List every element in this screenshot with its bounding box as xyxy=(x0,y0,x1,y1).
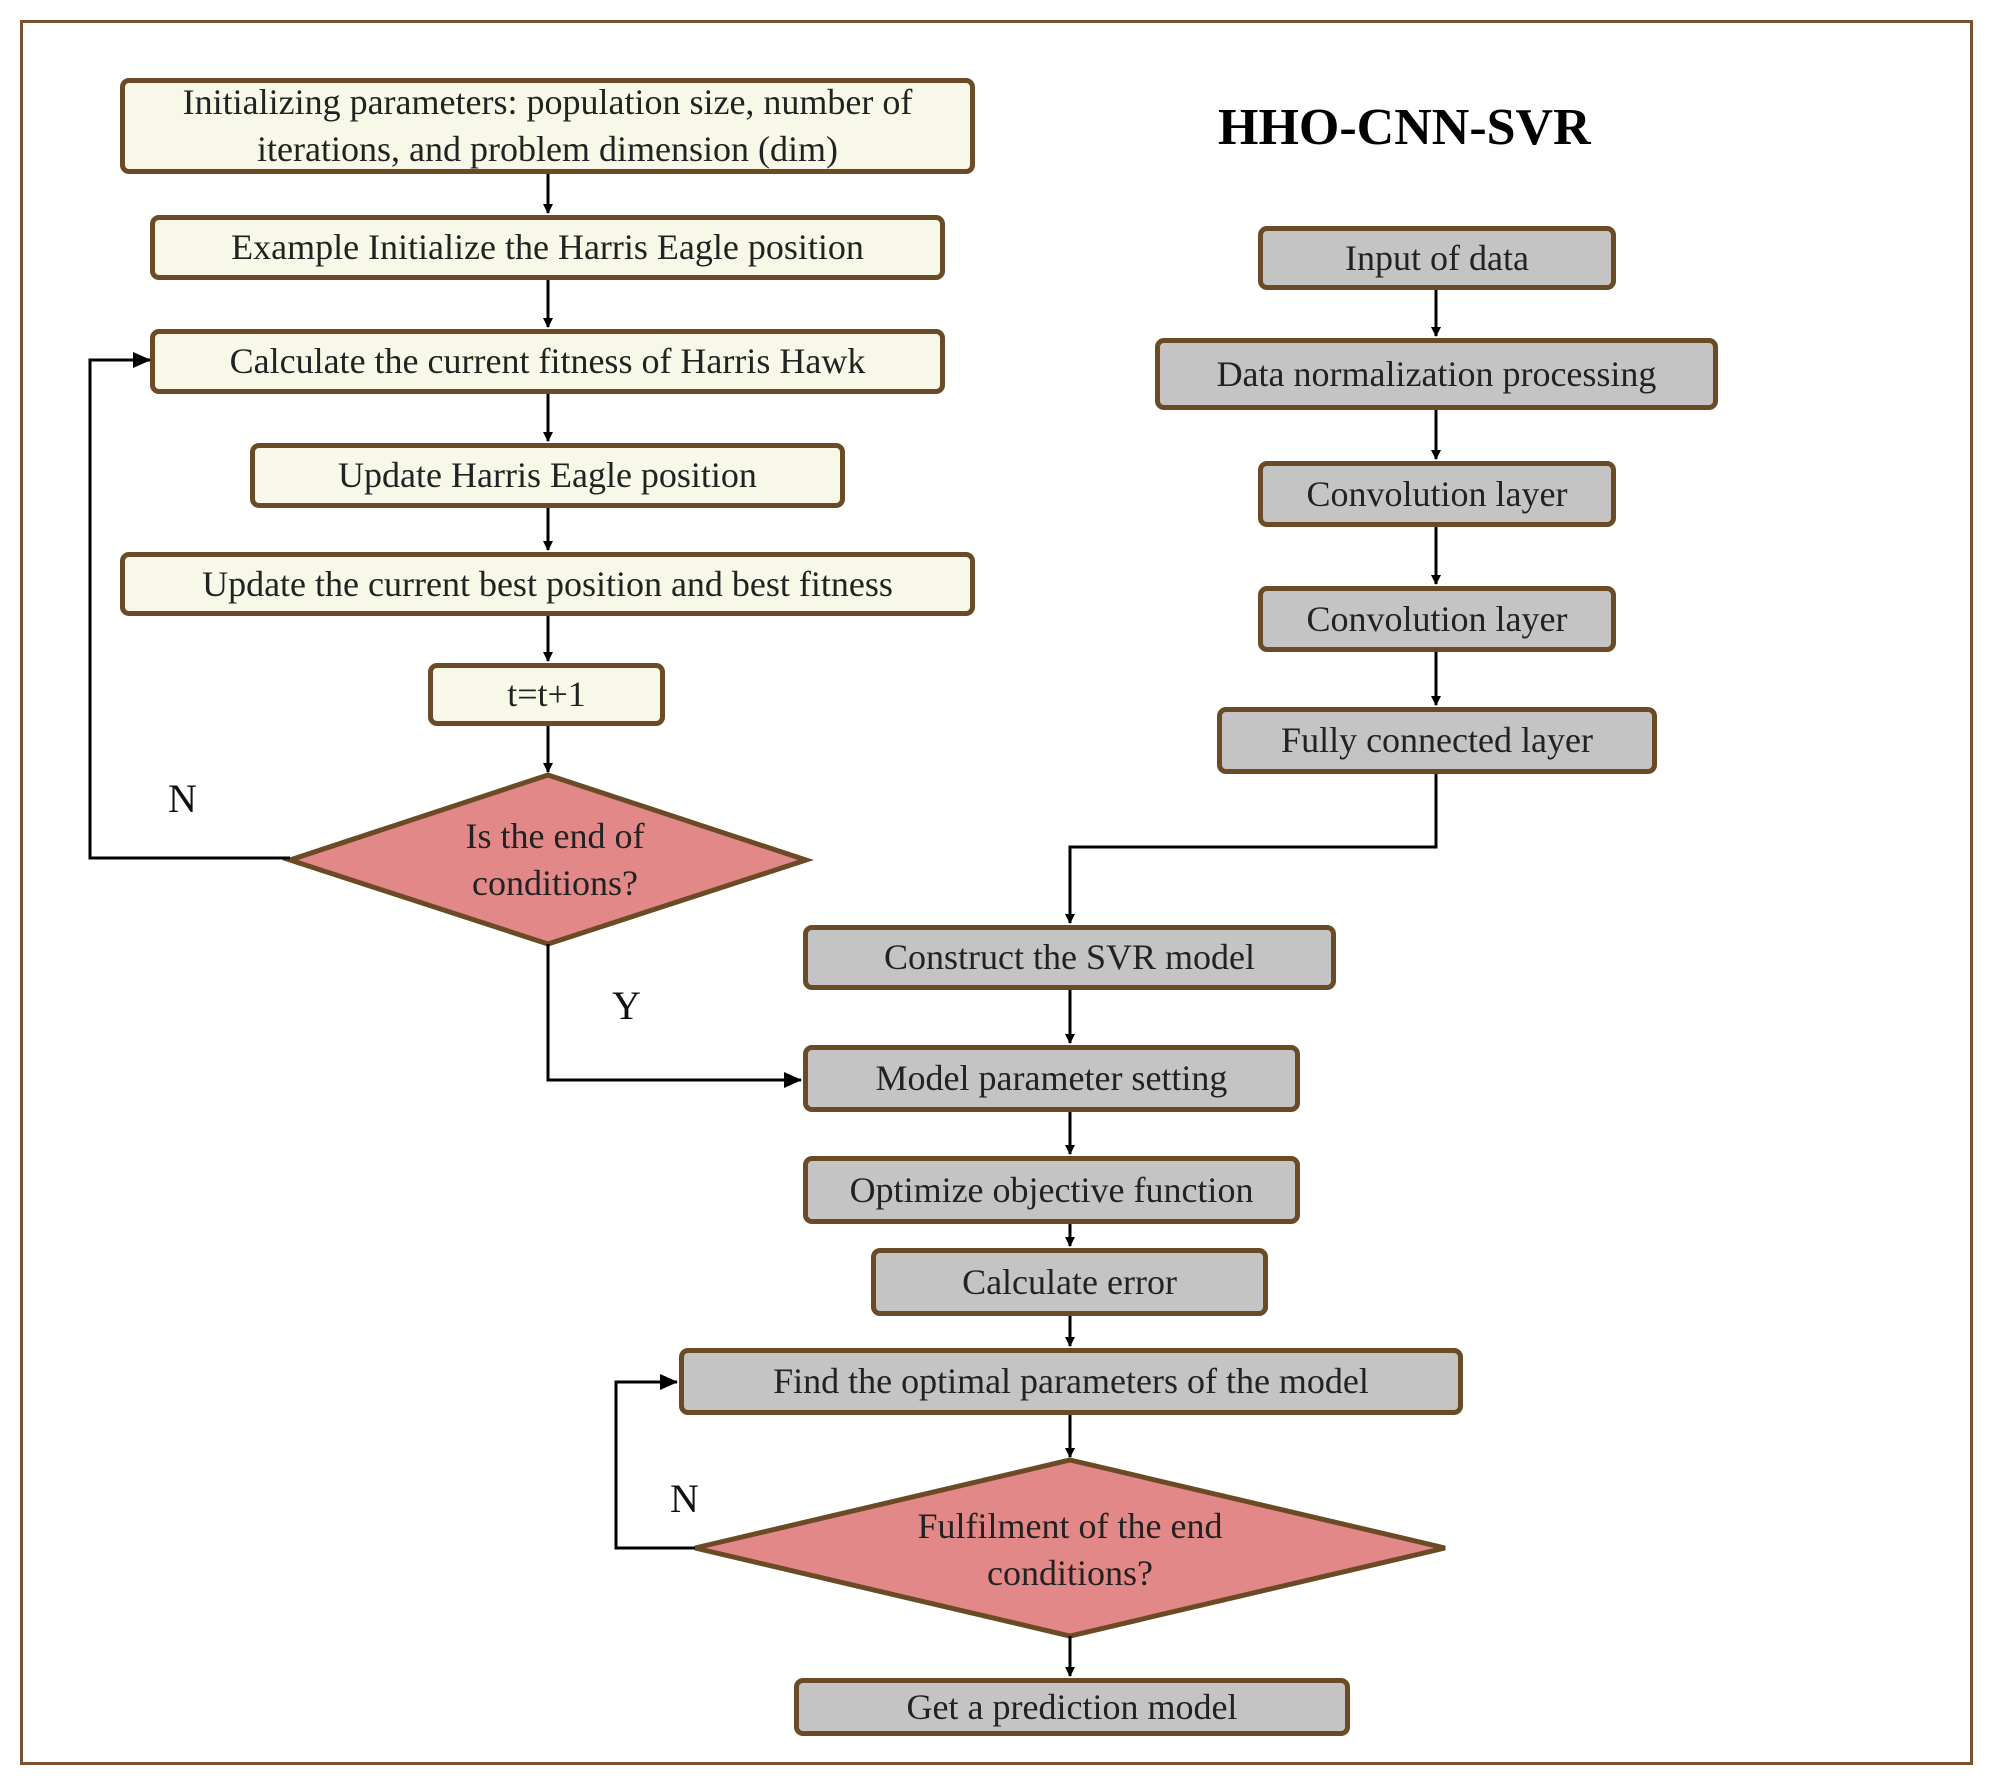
step-increment-t: t=t+1 xyxy=(428,663,665,726)
step-data-normalization: Data normalization processing xyxy=(1155,338,1718,410)
step-convolution-layer-2: Convolution layer xyxy=(1258,586,1616,652)
step-calculate-fitness: Calculate the current fitness of Harris … xyxy=(150,329,945,394)
step-initialize-position: Example Initialize the Harris Eagle posi… xyxy=(150,215,945,280)
arrow-fc-to-svr xyxy=(1065,774,1438,924)
step-get-prediction-model: Get a prediction model xyxy=(794,1678,1350,1736)
step-fully-connected-layer: Fully connected layer xyxy=(1217,707,1657,774)
arrow-hho-yes xyxy=(546,944,802,1088)
diagram-title: HHO-CNN-SVR xyxy=(1218,99,1591,156)
step-convolution-layer-1: Convolution layer xyxy=(1258,461,1616,527)
arrow-svr-no-loop xyxy=(614,1374,695,1550)
hho-no-label: N xyxy=(168,776,197,821)
step-calculate-error: Calculate error xyxy=(871,1248,1268,1316)
step-update-best: Update the current best position and bes… xyxy=(120,552,975,616)
step-construct-svr: Construct the SVR model xyxy=(803,925,1336,990)
hho-yes-label: Y xyxy=(612,983,641,1028)
hho-end-condition-text: Is the end of conditions? xyxy=(465,816,645,903)
svr-end-condition-text: Fulfilment of the end conditions? xyxy=(917,1506,1223,1593)
step-model-parameter-setting: Model parameter setting xyxy=(803,1045,1300,1112)
diagram-frame xyxy=(20,20,1973,1765)
step-optimize-objective: Optimize objective function xyxy=(803,1156,1300,1224)
arrow-hho-no-loop xyxy=(88,352,290,860)
step-find-optimal-parameters: Find the optimal parameters of the model xyxy=(679,1348,1463,1415)
step-input-data: Input of data xyxy=(1258,226,1616,290)
step-update-position: Update Harris Eagle position xyxy=(250,443,845,508)
step-initialize-parameters: Initializing parameters: population size… xyxy=(120,78,975,174)
svr-no-label: N xyxy=(670,1476,699,1521)
